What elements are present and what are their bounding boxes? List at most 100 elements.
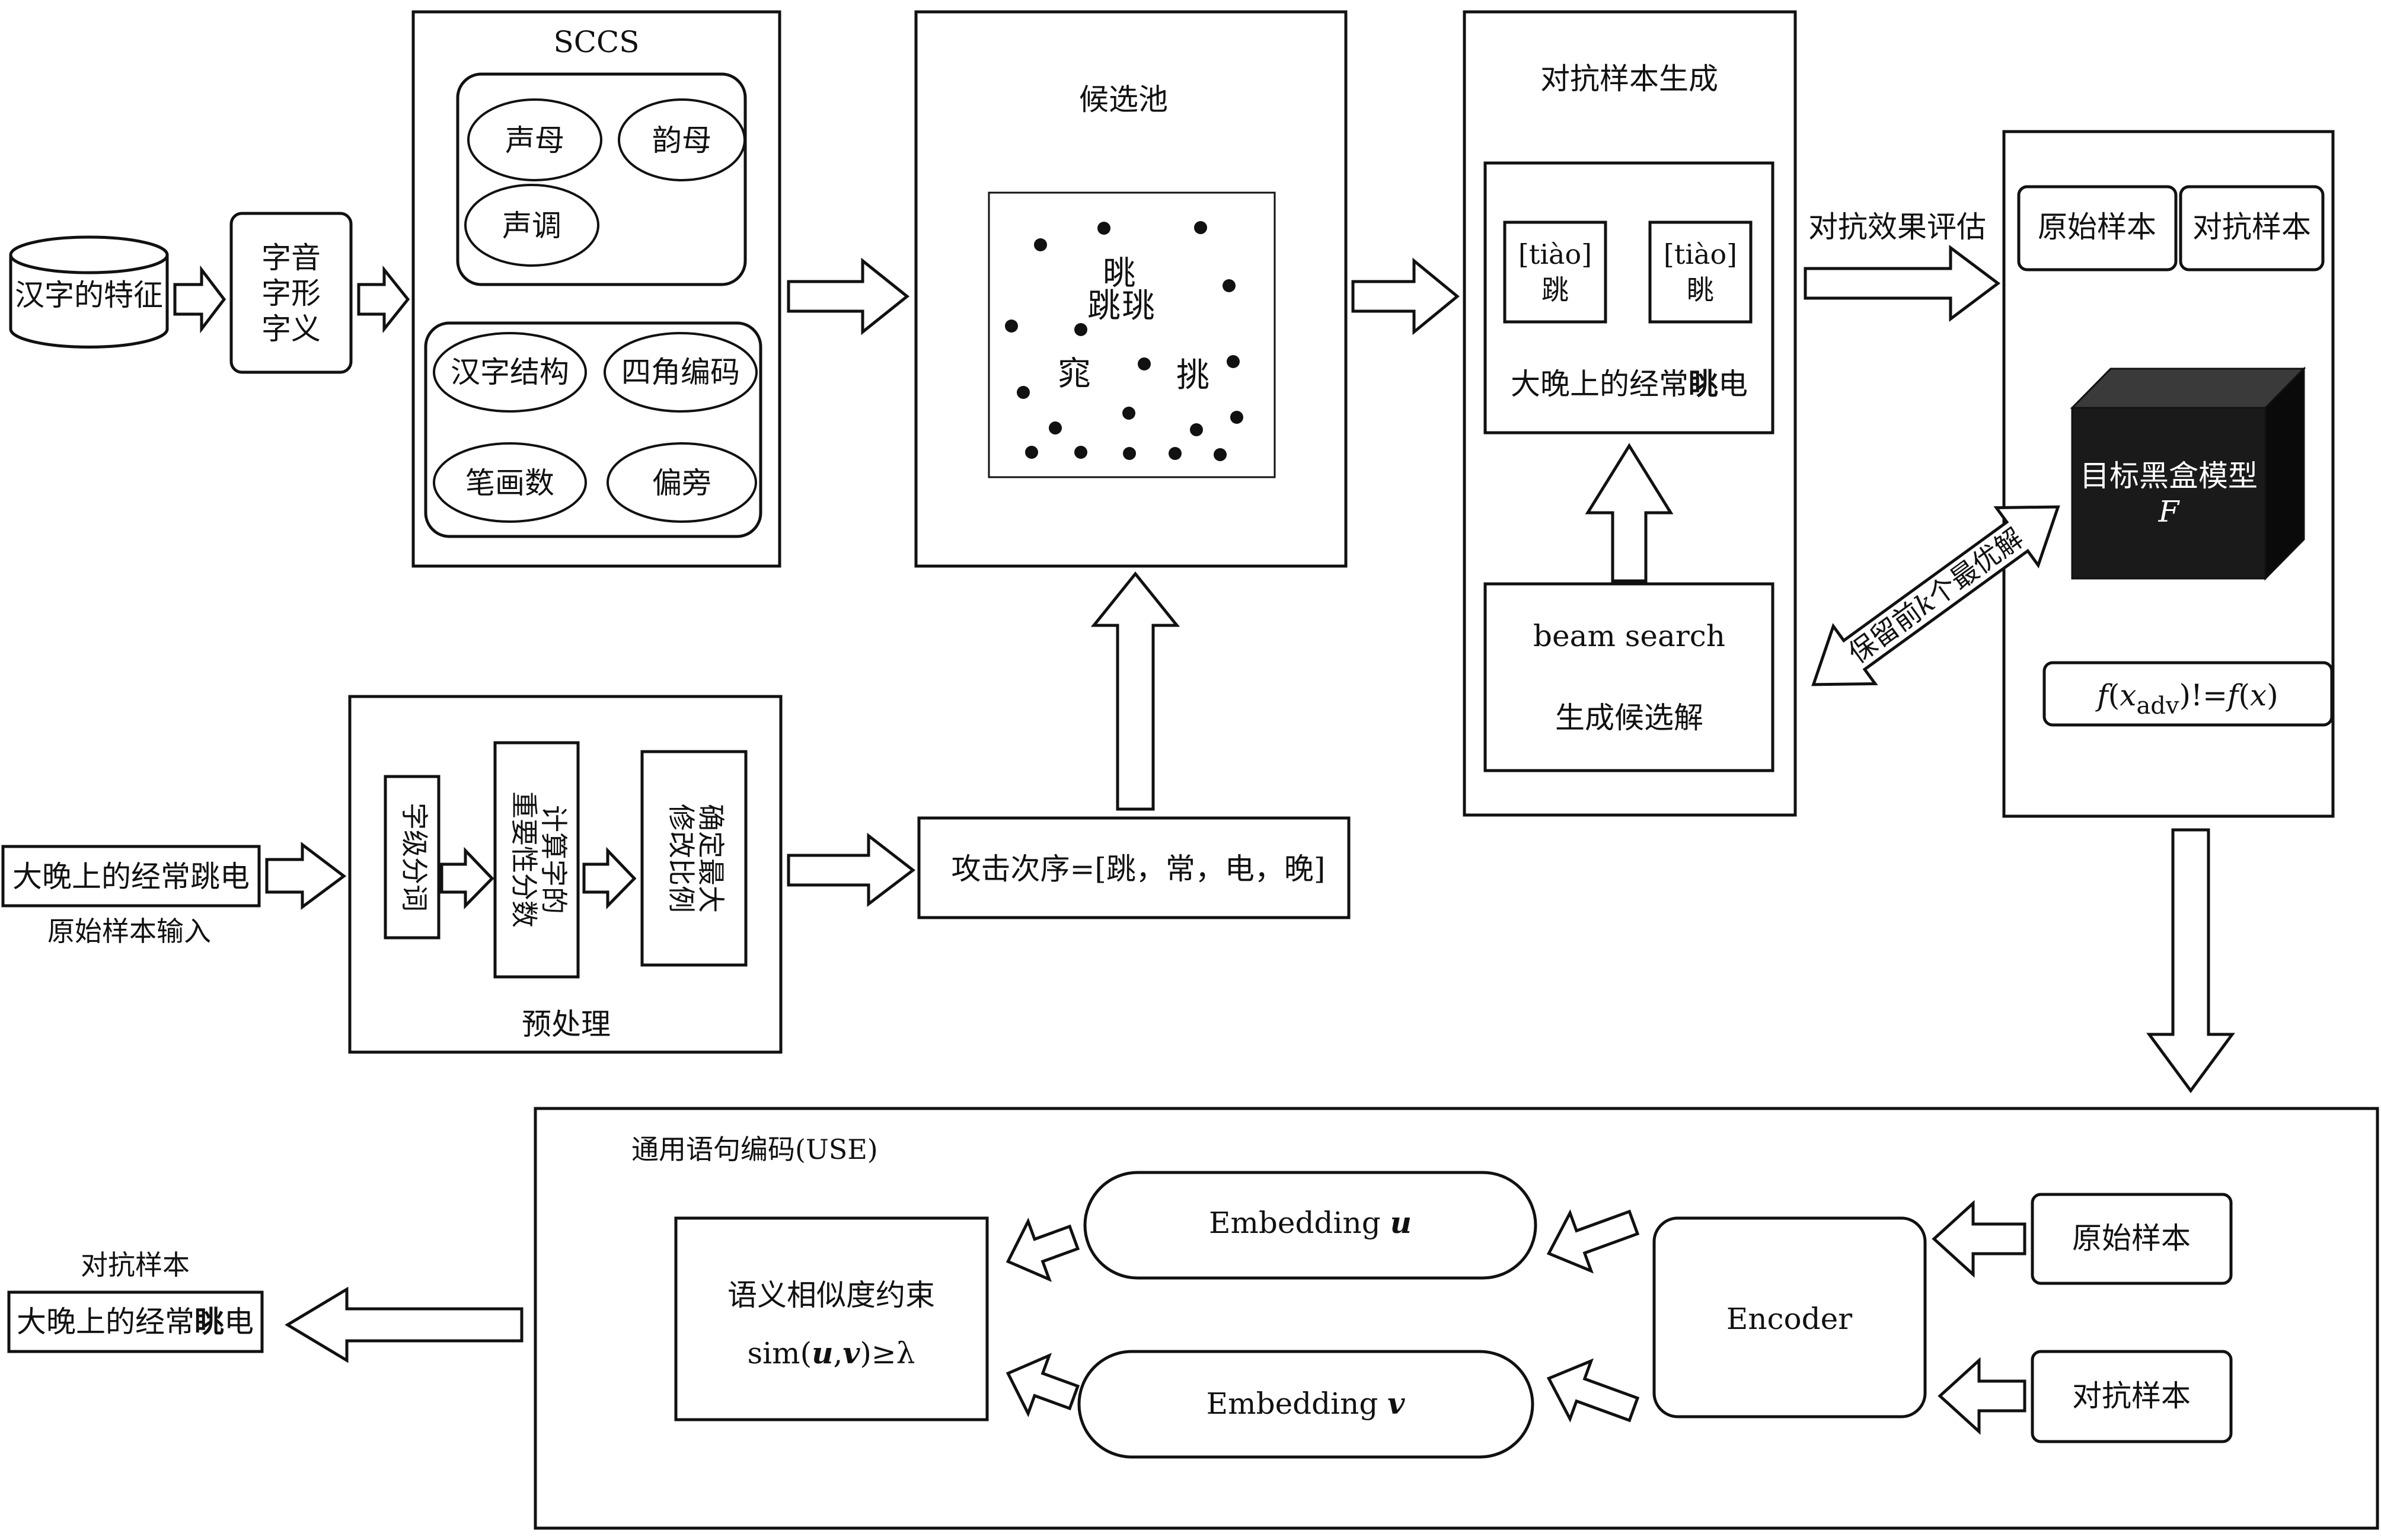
similarity-box	[674, 1216, 989, 1421]
arrow-eval-to-use	[2146, 828, 2235, 1094]
preprocess-title: 预处理	[522, 1007, 611, 1041]
sample-text-box	[1, 845, 261, 908]
arrow-aspects-to-sccs	[357, 265, 410, 334]
encoder-label: Encoder	[1726, 1302, 1852, 1336]
eval-adv-label: 对抗样本	[2192, 210, 2311, 244]
sim-v: v	[842, 1335, 860, 1370]
embedding-u-prefix: Embedding	[1209, 1206, 1390, 1240]
cond-paren1: (	[2108, 678, 2120, 713]
sccs-box: SCCS 声母 韵母 声调 汉字结构 四角编码 笔画数 偏旁	[411, 10, 781, 568]
pool-dot	[1194, 221, 1207, 234]
tone-label: 声调	[502, 209, 561, 243]
sample-input: 大晚上的经常跳电 原始样本输入	[1, 845, 261, 947]
eval-orig-label: 原始样本	[2038, 210, 2156, 244]
pool-dot	[1034, 238, 1047, 251]
cond-mid: )!=	[2179, 678, 2228, 713]
cond-x2: x	[2250, 678, 2267, 713]
sccs-title: SCCS	[553, 25, 639, 59]
pool-dot	[1230, 411, 1243, 424]
model-label-1: 目标黑盒模型	[2080, 459, 2258, 493]
arrow-sccs-to-pool	[787, 257, 910, 336]
arrow-orig-to-encoder	[1932, 1200, 2026, 1278]
fourcorner-ellipse	[604, 332, 758, 413]
embedding-v-var: v	[1387, 1386, 1405, 1421]
initial-label: 声母	[505, 123, 564, 158]
char-aspects-box: 字音 字形 字义	[229, 212, 353, 374]
arrow-feature-to-aspects	[173, 265, 226, 334]
beam-line-1: beam search	[1533, 619, 1725, 653]
candidate-char-1: 跳	[1541, 274, 1569, 306]
aspect-sound: 字音	[261, 241, 321, 275]
output-suffix: 电	[224, 1305, 254, 1339]
pool-char-1: 晀	[1103, 254, 1136, 293]
arrow-v-to-sim	[1006, 1353, 1080, 1417]
candidate-card-1	[1503, 221, 1607, 324]
sample-caption: 原始样本输入	[47, 915, 211, 947]
preprocess-box: 字级分词 计算字的 重要性分数 确定最大 修改比例 预处理	[348, 695, 783, 1054]
pool-dot	[1190, 423, 1203, 436]
pool-char-2: 跳	[1087, 287, 1121, 325]
embedding-u-label: Embedding u	[1209, 1205, 1412, 1240]
pool-char-4: 窕	[1058, 355, 1091, 394]
embedding-u-box	[1083, 1171, 1537, 1280]
sim-comma: ,	[833, 1336, 842, 1370]
pool-dots	[1005, 221, 1243, 461]
step-importance-2: 重要性分数	[508, 791, 540, 928]
beam-line-2: 生成候选解	[1555, 701, 1703, 735]
arrow-sample-to-preprocess	[265, 841, 347, 910]
use-box: 通用语句编码(USE) 原始样本 对抗样本 Encoder Embedding …	[534, 1107, 2379, 1530]
embedding-u-var: u	[1390, 1205, 1412, 1240]
arrow-advgen-to-eval	[1804, 245, 2001, 322]
sample-text: 大晚上的经常跳电	[12, 860, 250, 894]
candidate-card-2	[1648, 221, 1753, 324]
embedding-v-label: Embedding v	[1207, 1386, 1406, 1421]
cond-x1: x	[2120, 678, 2136, 713]
pool-char-3: 珧	[1122, 287, 1155, 325]
attack-order-text: 攻击次序=[跳，常，电，晚]	[952, 852, 1326, 886]
arrow-encoder-to-u	[1546, 1209, 1640, 1274]
final-label: 韵母	[652, 123, 711, 158]
embedding-v-prefix: Embedding	[1207, 1386, 1388, 1421]
step-ratio-1: 确定最大	[695, 804, 727, 913]
pool-dot	[1049, 421, 1062, 434]
output-prefix: 大晚上的经常	[17, 1305, 194, 1339]
candidate-pinyin-2: [tiào]	[1664, 238, 1737, 270]
arrow-preprocess-to-order	[787, 832, 916, 908]
step-importance-box	[493, 741, 580, 979]
aspect-shape: 字形	[261, 276, 321, 311]
tone-ellipse	[464, 184, 599, 267]
similarity-title: 语义相似度约束	[727, 1278, 935, 1312]
arrow-step-2-3	[582, 846, 637, 910]
use-orig-label: 原始样本	[2072, 1221, 2191, 1255]
arrow-encoder-to-v	[1546, 1358, 1640, 1423]
step-importance-1: 计算字的	[538, 805, 570, 914]
aspect-meaning: 字义	[261, 312, 321, 346]
radical-ellipse	[607, 442, 757, 523]
pool-dot	[1097, 222, 1110, 235]
arrow-adv-to-encoder	[1938, 1357, 2026, 1435]
pool-dot	[1138, 357, 1151, 370]
adv-gen-title: 对抗样本生成	[1540, 62, 1718, 96]
step-ratio-2: 修改比例	[665, 804, 697, 913]
stroke-label: 笔画数	[465, 466, 554, 500]
pool-dot	[1074, 323, 1087, 336]
adv-sentence-prefix: 大晚上的经常	[1511, 367, 1689, 401]
arrow-pool-to-advgen	[1351, 257, 1460, 336]
output: 对抗样本 大晚上的经常眺电	[7, 1249, 264, 1353]
eval-arrow-label: 对抗效果评估	[1808, 210, 1986, 244]
eval-box: 原始样本 对抗样本 目标黑盒模型 F f(xadv)!=f(x)	[2002, 130, 2335, 818]
pool-title: 候选池	[1079, 82, 1168, 117]
pool-char-5: 挑	[1176, 356, 1209, 395]
fourcorner-label: 四角编码	[621, 355, 740, 389]
sim-u: u	[812, 1335, 833, 1370]
embedding-v-box	[1077, 1350, 1534, 1459]
similarity-formula: sim(u,v)≥λ	[748, 1335, 915, 1370]
pool-dot	[1123, 447, 1136, 460]
feature-label: 汉字的特征	[15, 278, 163, 312]
pool-dot	[1074, 446, 1087, 459]
step-segment: 字级分词	[398, 803, 430, 912]
eval-adv-box	[2179, 185, 2325, 271]
eval-orig-box	[2017, 185, 2178, 271]
sim-prefix: sim(	[748, 1336, 812, 1370]
